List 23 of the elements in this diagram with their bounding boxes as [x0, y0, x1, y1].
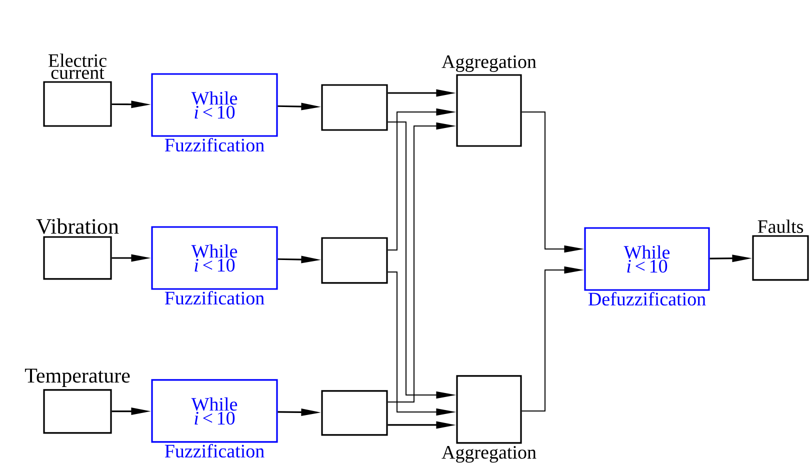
node-label: Defuzzification [588, 292, 706, 306]
loop-box: While i < 10 Fuzzification [151, 379, 278, 458]
node-label: Fuzzification [164, 290, 264, 305]
output-box [321, 84, 388, 131]
node-label: Electric current [48, 54, 106, 79]
node-label: Vibration [36, 218, 119, 234]
input-box: Electric current [43, 54, 112, 127]
node-label: Aggregation [442, 446, 536, 463]
aggregation-box: Aggregation [442, 55, 536, 147]
loop-box: While i < 10 Fuzzification [151, 73, 278, 152]
output-box [321, 390, 388, 436]
output-box [321, 237, 388, 284]
node-label: Aggregation [442, 55, 536, 72]
node-label: Temperature [24, 368, 130, 387]
input-box: Faults [752, 220, 809, 281]
node-label: Faults [758, 220, 804, 233]
loop-box: While i < 10 Defuzzification [584, 227, 710, 306]
input-box: Vibration [36, 218, 119, 280]
node-label: Fuzzification [164, 138, 264, 152]
input-box: Temperature [25, 368, 130, 434]
aggregation-box: Aggregation [442, 375, 536, 463]
node-label: Fuzzification [164, 444, 264, 458]
loop-box: While i < 10 Fuzzification [151, 226, 278, 305]
